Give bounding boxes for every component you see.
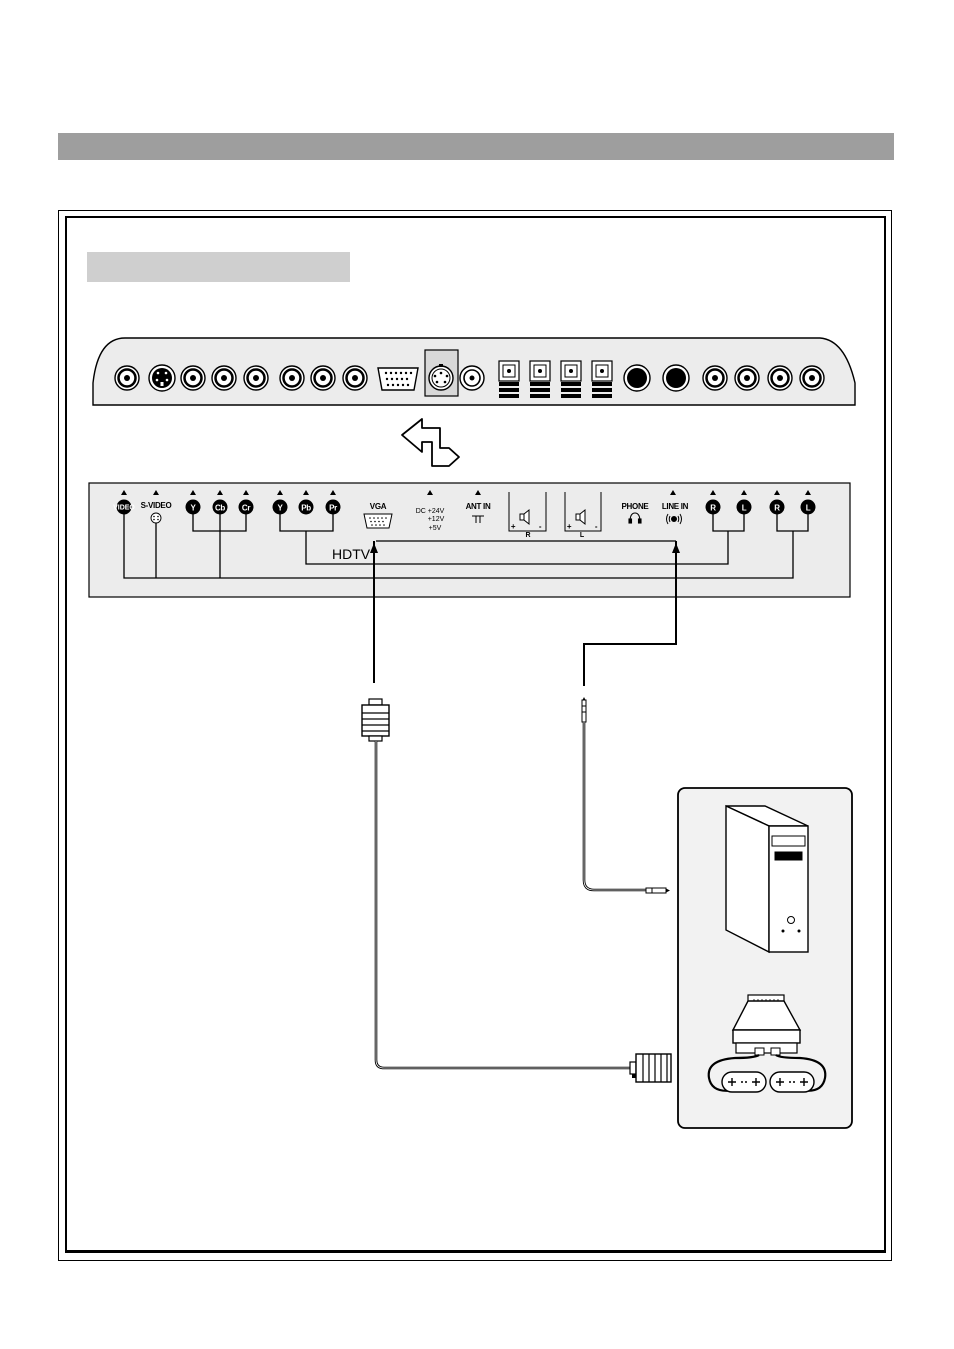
line-in-symbol-icon — [666, 513, 682, 525]
din-port-icon — [424, 349, 459, 397]
rca-jack-icon — [113, 364, 141, 392]
audio-r-label: R — [710, 504, 716, 513]
vga-port-icon — [363, 513, 393, 529]
vga-cable — [374, 741, 630, 1070]
vga-plug-icon — [361, 698, 390, 742]
gamepad-icon — [721, 1071, 767, 1093]
plus-label: + — [567, 522, 572, 531]
audio-l-label: L — [806, 504, 811, 513]
rca-jack-icon — [766, 364, 794, 392]
pr-label: Pr — [329, 504, 337, 513]
headphone-icon — [628, 512, 642, 524]
rca-jack-icon — [341, 364, 369, 392]
terminal-label-panel: VIDEO S-VIDEO Y Cb Cr Y Pb Pr VGA — [88, 482, 851, 598]
section-bar — [87, 252, 350, 282]
y-label: Y — [277, 504, 283, 513]
header-bar — [58, 133, 894, 160]
rca-jack-icon — [210, 364, 238, 392]
speaker-l-label: L — [580, 532, 585, 539]
pb-label: Pb — [301, 504, 311, 513]
vga-plug-icon — [629, 1053, 672, 1083]
speaker-r-label: R — [525, 532, 530, 539]
plus-label: + — [511, 522, 516, 531]
vga-port-icon — [377, 367, 419, 391]
rca-jack-icon — [242, 364, 270, 392]
cable-lines — [373, 541, 677, 686]
gamepad-cable — [707, 1054, 827, 1092]
rca-jack-icon — [733, 364, 761, 392]
pointing-arrow-icon — [401, 418, 460, 467]
s-video-jack-icon — [148, 364, 176, 392]
rca-jack-icon — [798, 364, 826, 392]
rca-jack-icon — [278, 364, 306, 392]
line-in-label: LINE IN — [662, 502, 689, 511]
s-video-label: S-VIDEO — [141, 501, 172, 510]
line-arrow-icon — [370, 543, 680, 553]
cr-label: Cr — [242, 504, 250, 513]
y-label: Y — [190, 504, 196, 513]
coax-port-icon — [459, 365, 485, 391]
rca-jack-icon — [309, 364, 337, 392]
rca-jack-icon — [179, 364, 207, 392]
cb-label: Cb — [215, 504, 225, 513]
gamepad-icon — [769, 1071, 815, 1093]
audio-cable — [582, 722, 646, 892]
rca-jack-icon — [701, 364, 729, 392]
vga-label: VGA — [370, 502, 387, 511]
speaker-r-terminal — [508, 492, 547, 532]
tv-rear-panel — [92, 337, 856, 406]
audio-r-label: R — [774, 504, 780, 513]
game-console-icon — [731, 994, 802, 1056]
minus-label: - — [539, 522, 542, 531]
minus-label: - — [595, 522, 598, 531]
phone-label: PHONE — [622, 502, 650, 511]
audio-mini-plug-icon — [581, 697, 587, 723]
ant-in-label: ANT IN — [466, 502, 491, 511]
diagram-frame-inner — [65, 216, 886, 1253]
diagram-frame — [58, 210, 892, 1261]
headphone-jack-icon — [623, 364, 651, 392]
hdtv-label: HDTV — [332, 546, 371, 562]
audio-l-label: L — [742, 504, 747, 513]
dc-label: DC +24V — [416, 508, 445, 515]
video-label: VIDEO — [113, 505, 135, 512]
antenna-symbol-icon — [472, 515, 484, 523]
s-video-symbol-icon — [150, 512, 162, 524]
dc-5v-label: +5V — [429, 525, 442, 532]
pc-tower-icon — [725, 804, 809, 954]
audio-mini-plug-icon — [645, 887, 670, 894]
line-in-jack-icon — [662, 364, 690, 392]
dc-12v-label: +12V — [428, 516, 445, 523]
speaker-l-terminal — [564, 492, 602, 532]
grouping-lines — [123, 514, 809, 579]
